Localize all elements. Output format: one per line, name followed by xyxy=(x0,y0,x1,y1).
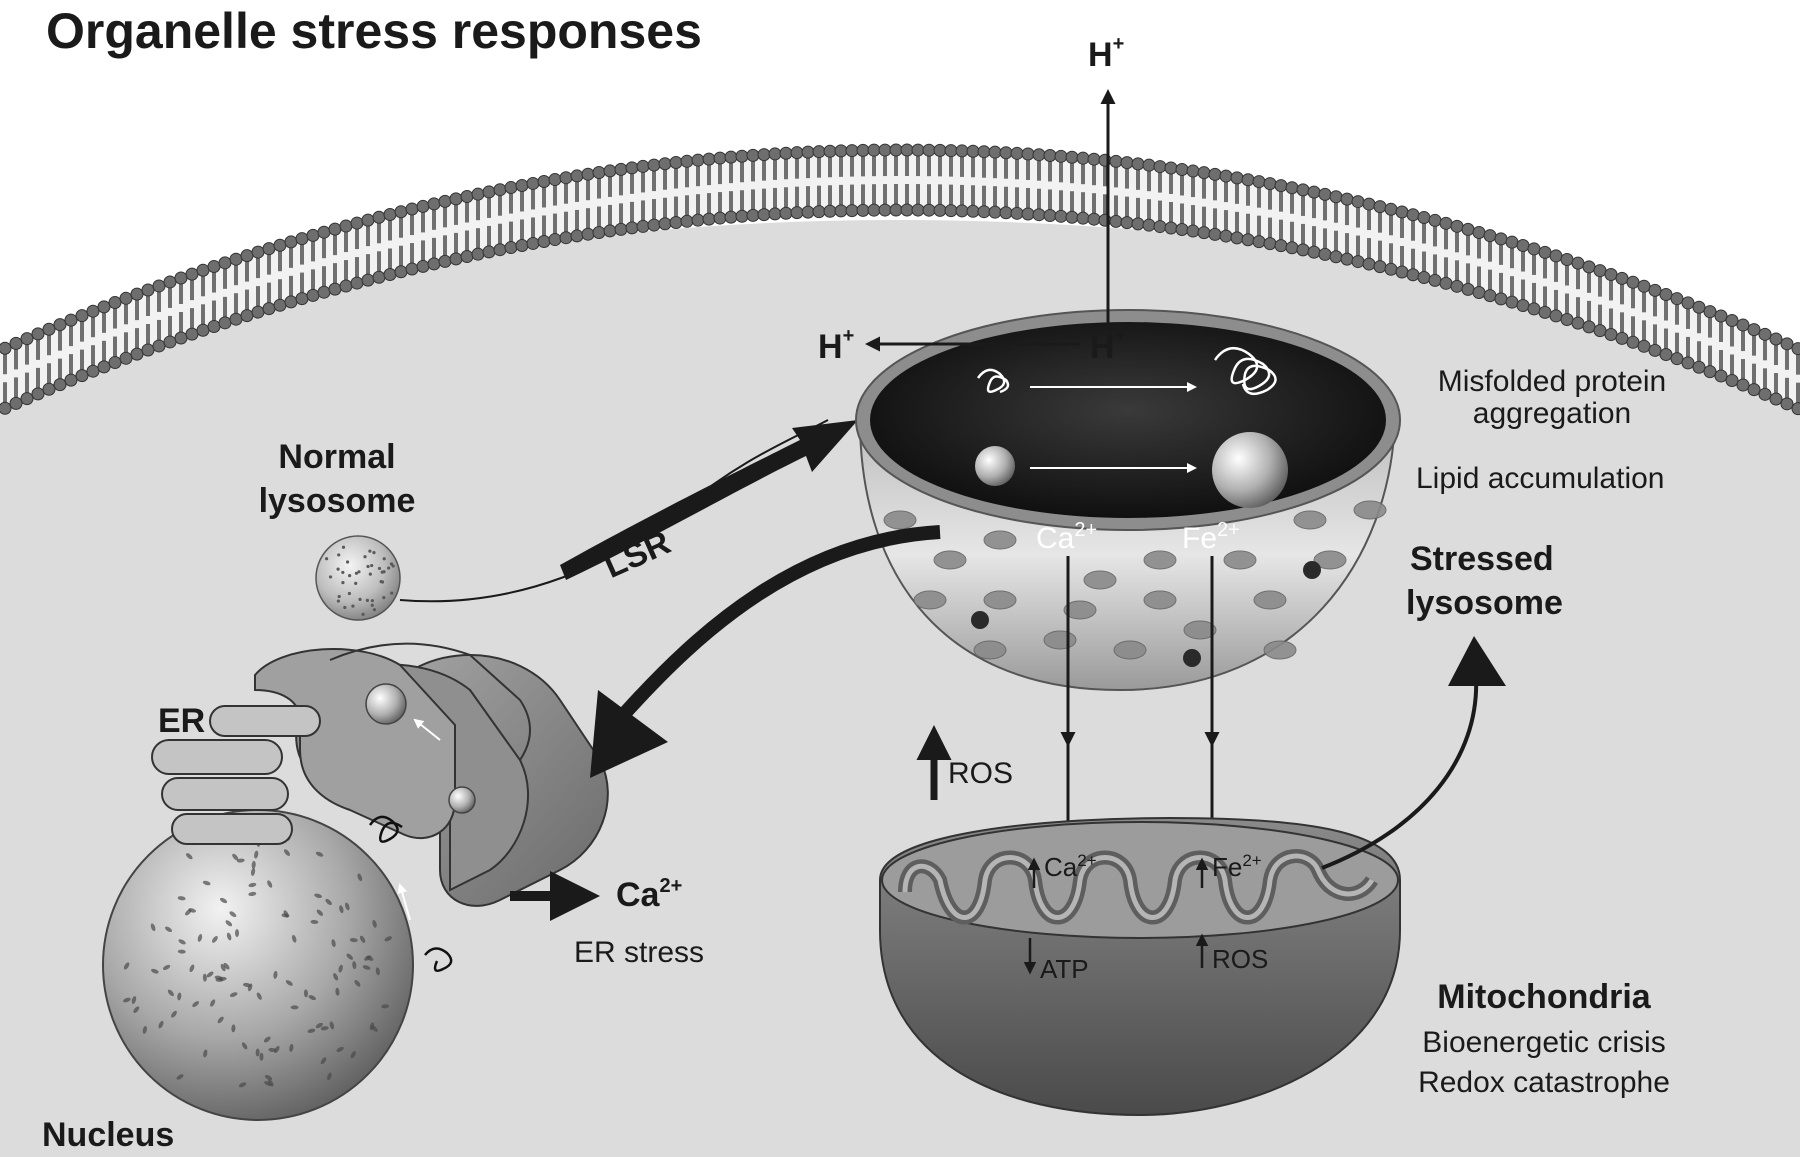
lysosome-lumen xyxy=(870,322,1386,518)
mitochondrion xyxy=(879,816,1401,1117)
label-h-plus-left: H+ xyxy=(818,325,854,366)
label-stressed-lysosome-2: lysosome xyxy=(1406,584,1563,622)
nuclear-pores xyxy=(123,828,392,1088)
mito-to-lysosome-arrow xyxy=(1321,675,1479,870)
lsr-arrow-wedge xyxy=(560,420,858,580)
label-lipid-accumulation: Lipid accumulation xyxy=(1416,462,1664,495)
lysosome-membrane-pits xyxy=(883,500,1387,667)
label-er-stress: ER stress xyxy=(574,936,704,969)
normal-lysosome xyxy=(315,535,401,621)
endoplasmic-reticulum xyxy=(151,642,609,972)
lysosome-to-er-arrow xyxy=(620,525,941,717)
label-h-plus-inner: H+ xyxy=(1090,325,1126,366)
label-redox-catastrophe: Redox catastrophe xyxy=(1418,1066,1670,1099)
label-mito-fe: Fe2+ xyxy=(1212,851,1262,882)
label-normal-lysosome-1: Normal xyxy=(278,438,395,476)
label-er: ER xyxy=(158,702,205,740)
plasma-membrane xyxy=(0,143,1800,416)
label-lysosome-fe: Fe2+ xyxy=(1182,519,1240,555)
label-bioenergetic-crisis: Bioenergetic crisis xyxy=(1422,1026,1665,1059)
label-normal-lysosome-2: lysosome xyxy=(259,482,416,520)
label-mito-ca: Ca2+ xyxy=(1044,851,1097,882)
label-mitochondria: Mitochondria xyxy=(1437,978,1652,1016)
nucleus xyxy=(102,809,414,1121)
lysosome-to-er-arrowhead xyxy=(590,690,668,778)
stressed-lysosome xyxy=(855,309,1401,692)
mito-to-lysosome-arrowhead xyxy=(1448,636,1506,686)
lysosome-surface-dots xyxy=(325,545,395,616)
labels: H+ H+ H+ Normal lysosome LSR Misfolded p… xyxy=(42,33,1670,1154)
label-misfolded-1: Misfolded protein xyxy=(1438,365,1666,398)
label-mito-atp: ATP xyxy=(1040,954,1089,984)
label-lysosome-ca: Ca2+ xyxy=(1036,519,1097,555)
diagram-title: Organelle stress responses xyxy=(46,3,702,59)
label-h-plus-top: H+ xyxy=(1088,33,1124,74)
label-mito-ros: ROS xyxy=(1212,944,1268,974)
label-nucleus: Nucleus xyxy=(42,1116,174,1154)
label-misfolded-2: aggregation xyxy=(1473,397,1631,430)
label-er-ca: Ca2+ xyxy=(616,875,682,914)
label-ros-middle: ROS xyxy=(948,757,1013,790)
label-stressed-lysosome-1: Stressed xyxy=(1410,540,1554,578)
